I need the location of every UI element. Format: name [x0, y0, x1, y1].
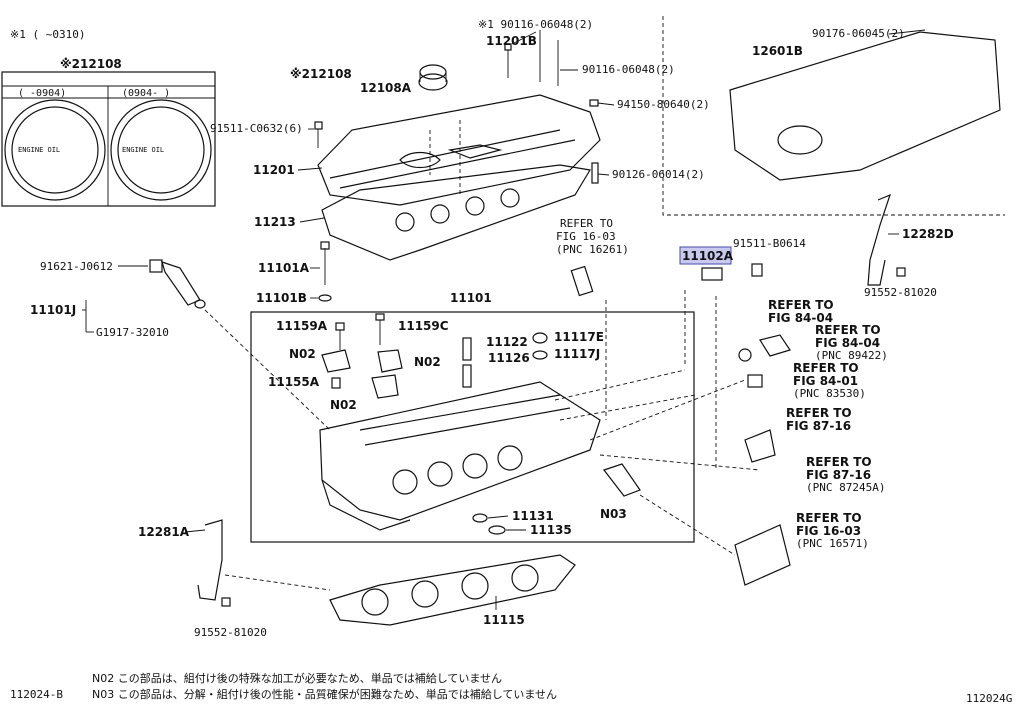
refer-87-16-b-line2[interactable]: FIG 87-16	[806, 468, 871, 482]
engine-hanger-rear	[867, 193, 891, 286]
label-n02-a[interactable]: N02	[289, 347, 316, 361]
head-cover	[317, 94, 601, 206]
label-11115[interactable]: 11115	[483, 613, 525, 627]
label-11126[interactable]: 11126	[488, 351, 530, 365]
label-11101a[interactable]: 11101A	[258, 261, 310, 275]
label-11101j[interactable]: 11101J	[30, 303, 76, 317]
label-12282d[interactable]: 12282D	[902, 227, 954, 241]
label-91552-81020-a[interactable]: 91552-81020	[864, 286, 937, 299]
refer-16-03-b-line2[interactable]: FIG 16-03	[796, 524, 861, 538]
footnote-n03: N03 この部品は、分解・組付け後の性能・品質確保が困難なため、単品では補給して…	[92, 688, 558, 701]
label-11101[interactable]: 11101	[450, 291, 492, 305]
highlight-11102a	[679, 246, 732, 265]
label-11159a[interactable]: 11159A	[276, 319, 328, 333]
label-n02-c[interactable]: N02	[330, 398, 357, 412]
label-11131[interactable]: 11131	[512, 509, 554, 523]
label-n02-b[interactable]: N02	[414, 355, 441, 369]
engine-cover	[729, 31, 1001, 181]
refer-84-04-a-line1: REFER TO	[768, 298, 834, 312]
figure-id-right: 112024G	[966, 692, 1013, 705]
label-91511-b0614[interactable]: 91511-B0614	[733, 237, 806, 250]
label-11135[interactable]: 11135	[530, 523, 572, 537]
header-note: ※1 ( ~0310)	[10, 28, 85, 41]
refer-84-01-line2[interactable]: FIG 84-01	[793, 374, 858, 388]
cap-text-old: ENGINE OIL	[18, 146, 60, 154]
label-11201[interactable]: 11201	[253, 163, 295, 177]
head-gasket	[329, 554, 576, 626]
plug-tube-holes	[395, 188, 520, 232]
refer-16-03-a-line1: REFER TO	[560, 217, 613, 230]
refer-84-04-a-line2[interactable]: FIG 84-04	[768, 311, 833, 325]
plug-tube	[462, 337, 472, 361]
label-90116-06048-b[interactable]: 90116-06048(2)	[582, 63, 675, 76]
inset-title: ※212108	[60, 57, 122, 71]
label-90116-06048-a[interactable]: ※1 90116-06048(2)	[478, 18, 593, 31]
label-11101b[interactable]: 11101B	[256, 291, 307, 305]
refer-16-03-b-line1: REFER TO	[796, 511, 862, 525]
head-cover-gasket	[321, 164, 591, 261]
figure-id-left: 112024-B	[10, 688, 63, 701]
label-n03[interactable]: N03	[600, 507, 627, 521]
inset-col1: ( -0904)	[18, 88, 66, 99]
refer-84-04-b-line3: (PNC 89422)	[815, 349, 888, 362]
label-11122[interactable]: 11122	[486, 335, 528, 349]
oil-filler-cap	[418, 64, 448, 91]
label-11155a[interactable]: 11155A	[268, 375, 320, 389]
refer-84-04-b-line2[interactable]: FIG 84-04	[815, 336, 880, 350]
refer-84-01-line3: (PNC 83530)	[793, 387, 866, 400]
cylinder-head-box	[250, 311, 695, 543]
footnote-n02: N02 この部品は、組付け後の特殊な加工が必要なため、単品では補給していません	[92, 672, 503, 685]
label-11213[interactable]: 11213	[254, 215, 296, 229]
oil-cap-circle-old	[4, 99, 106, 201]
label-12281a[interactable]: 12281A	[138, 525, 190, 539]
label-11117e[interactable]: 11117E	[554, 330, 604, 344]
refer-87-16-a-line2[interactable]: FIG 87-16	[786, 419, 851, 433]
refer-16-03-a-line2[interactable]: FIG 16-03	[556, 230, 616, 243]
label-91552-81020-b[interactable]: 91552-81020	[194, 626, 267, 639]
refer-16-03-b-line3: (PNC 16571)	[796, 537, 869, 550]
oil-cap-circle-new	[110, 99, 212, 201]
refer-87-16-b-line3: (PNC 87245A)	[806, 481, 885, 494]
oil-control-valve	[149, 259, 206, 309]
refer-87-16-a-line1: REFER TO	[786, 406, 852, 420]
label-12108a[interactable]: 12108A	[360, 81, 412, 95]
label-91621-j0612[interactable]: 91621-J0612	[40, 260, 113, 273]
label-90126-06014[interactable]: 90126-06014(2)	[612, 168, 705, 181]
cap-text-new: ENGINE OIL	[122, 146, 164, 154]
label-11159c[interactable]: 11159C	[398, 319, 449, 333]
label-11117j[interactable]: 11117J	[554, 347, 600, 361]
oil-cap-inset: ENGINE OIL ENGINE OIL ※212108 ( -0904) (…	[1, 57, 216, 207]
studs	[314, 30, 599, 184]
label-90176-06045[interactable]: 90176-06045(2)	[812, 27, 905, 40]
label-91511-c0632[interactable]: 91511-C0632(6)	[210, 122, 303, 135]
refer-84-01-line1: REFER TO	[793, 361, 859, 375]
refer-16-03-a-line3: (PNC 16261)	[556, 243, 629, 256]
engine-hanger-front	[197, 519, 223, 601]
label-11102a[interactable]: 11102A	[682, 249, 734, 263]
label-94150-80640[interactable]: 94150-80640(2)	[617, 98, 710, 111]
cam-bearing-caps	[321, 349, 403, 399]
label-g1917-32010[interactable]: G1917-32010	[96, 326, 169, 339]
label-11201b[interactable]: 11201B	[486, 34, 537, 48]
refer-84-04-b-line1: REFER TO	[815, 323, 881, 337]
label-12601b[interactable]: 12601B	[752, 44, 803, 58]
cylinder-head	[319, 381, 601, 531]
inset-col2: (0904- )	[122, 88, 170, 99]
label-12108-note[interactable]: ※212108	[290, 67, 352, 81]
refer-87-16-b-line1: REFER TO	[806, 455, 872, 469]
